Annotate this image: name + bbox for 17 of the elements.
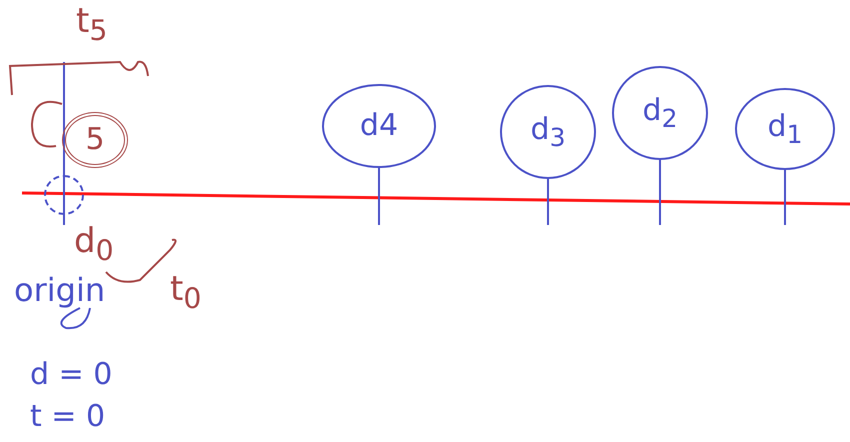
handwritten-label: t$_{0}$ (170, 272, 202, 314)
circle-node (500, 85, 596, 179)
handwritten-label: t$_{5}$ (76, 4, 108, 46)
node-label: d$_{3}$ (530, 114, 566, 150)
node-label: d4 (360, 111, 398, 141)
circle-node (322, 84, 436, 168)
circle-node (62, 112, 128, 168)
handwritten-label: d$_{0}$ (74, 224, 114, 266)
handwritten-label: d = 0 (30, 360, 112, 390)
handwritten-label: origin (14, 274, 106, 306)
handwritten-label: t = 0 (30, 402, 106, 432)
node-label: 5 (85, 125, 105, 155)
dashed-circle (44, 175, 84, 215)
node-label: d$_{1}$ (768, 112, 802, 146)
circle-node (735, 88, 835, 170)
circle-node (612, 66, 708, 160)
node-label: d$_{2}$ (642, 96, 678, 130)
